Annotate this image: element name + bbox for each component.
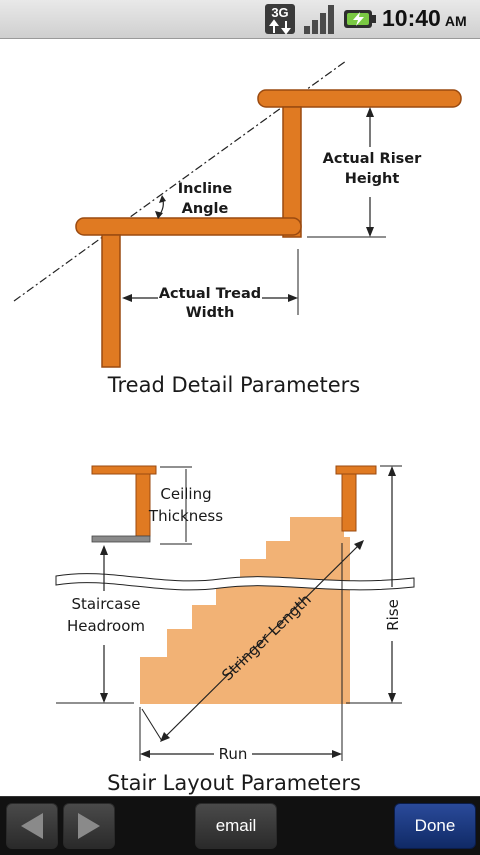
bottom-toolbar: email Done	[0, 796, 480, 855]
forward-arrow-icon	[78, 813, 100, 839]
riser-label-line1: Actual Riser	[323, 151, 422, 167]
stair-layout-caption: Stair Layout Parameters	[107, 771, 361, 795]
back-button[interactable]	[6, 803, 58, 849]
ceiling-label-line1: Ceiling	[160, 485, 211, 503]
back-arrow-icon	[21, 813, 43, 839]
upper-right-tread	[335, 465, 377, 475]
incline-label-line2: Angle	[182, 201, 229, 217]
ceiling-slab	[91, 535, 151, 543]
upper-tread	[257, 89, 462, 108]
3g-data-icon: 3G	[265, 4, 295, 35]
done-button-label: Done	[414, 816, 456, 835]
stair-stringer-shape	[140, 517, 350, 704]
forward-button[interactable]	[63, 803, 115, 849]
content-area: Actual Riser Height Incline Angle Actual…	[0, 39, 480, 796]
clock-ampm: AM	[444, 13, 467, 29]
done-button[interactable]: Done	[394, 803, 476, 849]
battery-charging-icon	[344, 10, 376, 28]
upper-riser	[282, 106, 302, 238]
run-label: Run	[219, 745, 248, 763]
lower-riser	[101, 234, 121, 368]
tread-detail-caption: Tread Detail Parameters	[107, 373, 361, 397]
network-type-label: 3G	[271, 5, 288, 20]
tread-label-line2: Width	[186, 305, 235, 321]
lower-tread	[75, 217, 302, 236]
clock-time: 10:40	[382, 5, 441, 31]
tread-label-line1: Actual Tread	[159, 286, 261, 302]
stair-diagram-illustration: Actual Riser Height Incline Angle Actual…	[13, 60, 462, 763]
ceiling-label-line2: Thickness	[148, 507, 223, 525]
headroom-label-line2: Headroom	[67, 617, 145, 635]
signal-icon	[304, 5, 334, 34]
incline-label-line1: Incline	[178, 181, 233, 197]
email-button[interactable]: email	[195, 803, 277, 849]
headroom-label-line1: Staircase	[71, 595, 140, 613]
rise-label: Rise	[384, 599, 402, 631]
email-button-label: email	[215, 816, 257, 835]
upper-left-tread	[91, 465, 157, 475]
riser-label-line2: Height	[345, 171, 400, 187]
cut-band	[55, 573, 415, 591]
